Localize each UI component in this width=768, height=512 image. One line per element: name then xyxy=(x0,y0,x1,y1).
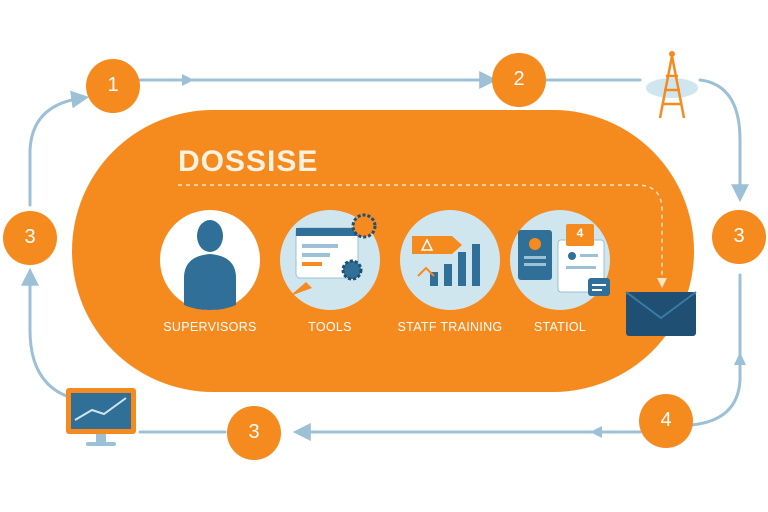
stage-staff-training xyxy=(400,210,500,310)
connector-monitor-left xyxy=(21,267,82,402)
step-circles xyxy=(3,53,766,460)
step-label-bottom-right: 4 xyxy=(660,409,672,431)
connector-left-1 xyxy=(28,90,90,207)
browser-gear-icon xyxy=(290,213,377,296)
stage-label-staff-training: STATF TRAINING xyxy=(397,320,503,334)
dashed-path xyxy=(178,184,663,282)
documents-icon xyxy=(518,224,610,296)
stage-tools xyxy=(280,210,380,310)
mid-arrows xyxy=(182,74,746,438)
envelope-icon xyxy=(625,291,697,336)
diagram-title: DOSSISE xyxy=(178,145,319,178)
step-label-top-left: 1 xyxy=(107,74,119,96)
step-circle-left xyxy=(3,211,57,265)
step-circle-bottom-right xyxy=(639,394,693,448)
doc-badge-number: 4 xyxy=(576,226,584,240)
person-silhouette-icon xyxy=(184,220,236,310)
step-label-right: 3 xyxy=(733,225,745,247)
stage-supervisors xyxy=(160,210,260,310)
step-label-top-right: 2 xyxy=(513,68,525,90)
connector-right-down xyxy=(690,273,742,427)
stage-label-supervisors: SUPERVISORS xyxy=(163,320,257,334)
connector-antenna-right xyxy=(698,78,749,203)
step-circle-bottom-left xyxy=(227,406,281,460)
central-panel xyxy=(72,110,694,392)
stage-statiol xyxy=(510,210,610,310)
stage-label-tools: TOOLS xyxy=(308,320,352,334)
bar-chart-icon xyxy=(412,236,480,286)
stage-label-statiol: STATIOL xyxy=(533,320,587,334)
antenna-tower-icon xyxy=(646,51,698,119)
step-circle-right xyxy=(712,210,766,264)
monitor-icon xyxy=(66,388,136,446)
step-label-bottom-left: 3 xyxy=(248,421,260,443)
step-circle-top-left xyxy=(86,59,140,113)
step-label-left: 3 xyxy=(24,226,36,248)
step-circle-top-right xyxy=(492,53,546,107)
